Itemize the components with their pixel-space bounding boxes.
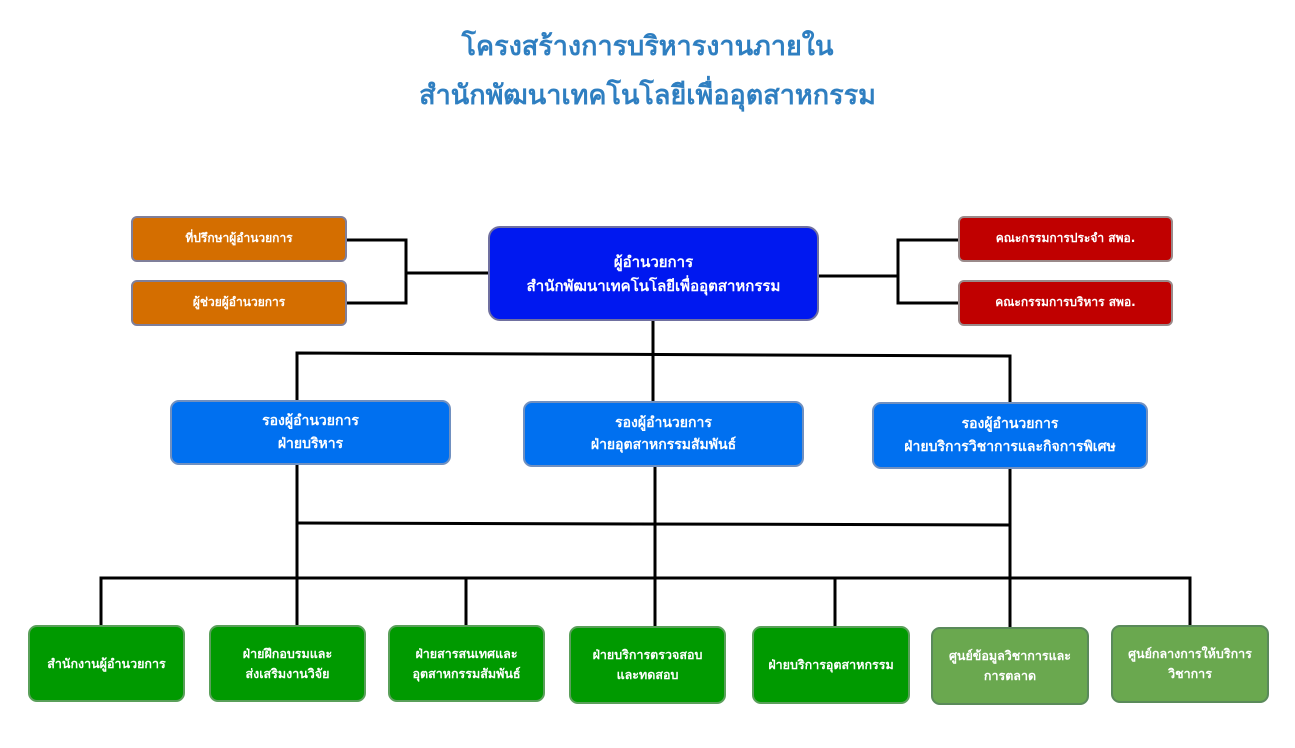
- unit-box-information-industrial-relations: ฝ่ายสารสนเทศและ อุตสาหกรรมสัมพันธ์: [388, 625, 545, 702]
- committee-label: คณะกรรมการประจำ สพอ.: [995, 231, 1136, 246]
- deputy-bus: [295, 351, 1012, 404]
- unit-label-line-2: การตลาด: [983, 668, 1037, 683]
- committee-box-executive: คณะกรรมการบริหาร สพอ.: [958, 280, 1173, 326]
- committee-connector: [896, 238, 960, 305]
- deputy-box-academic-services: รองผู้อำนวยการ ฝ่ายบริการวิชาการและกิจกา…: [872, 402, 1148, 469]
- deputy-title: รองผู้อำนวยการ: [961, 416, 1059, 433]
- director-office: สำนักพัฒนาเทคโนโลยีเพื่ออุตสาหกรรม: [526, 276, 781, 295]
- unit-label-line-2: และทดสอบ: [616, 667, 679, 682]
- unit-label-line-2: อุตสาหกรรมสัมพันธ์: [412, 665, 521, 681]
- unit-box-industrial-services: ฝ่ายบริการอุตสาหกรรม: [752, 626, 910, 704]
- deputy-division: ฝ่ายบริหาร: [277, 435, 344, 452]
- page-title-line-1: โครงสร้างการบริหารงานภายใน: [461, 31, 834, 62]
- committee-label: คณะกรรมการบริหาร สพอ.: [995, 295, 1136, 310]
- unit-label-line-2: วิชาการ: [1168, 666, 1212, 681]
- unit-label-line-1: สำนักงานผู้อำนวยการ: [47, 655, 166, 671]
- unit-label-line-1: ศูนย์กลางการให้บริการ: [1128, 646, 1252, 661]
- unit-box-inspection-testing: ฝ่ายบริการตรวจสอบ และทดสอบ: [569, 626, 726, 704]
- advisor-connector: [345, 238, 408, 305]
- unit-label-line-1: ฝ่ายบริการอุตสาหกรรม: [768, 657, 894, 672]
- director-box: ผู้อำนวยการ สำนักพัฒนาเทคโนโลยีเพื่ออุตส…: [488, 226, 819, 321]
- unit-label-line-1: ฝ่ายฝึกอบรมและ: [242, 645, 333, 661]
- unit-box-director-office: สำนักงานผู้อำนวยการ: [28, 625, 185, 702]
- deputy-title: รองผู้อำนวยการ: [262, 413, 359, 430]
- unit-box-academic-marketing-center: ศูนย์ข้อมูลวิชาการและ การตลาด: [931, 627, 1089, 705]
- unit-label-line-2: ส่งเสริมงานวิจัย: [245, 665, 330, 681]
- deputy-division: ฝ่ายอุตสาหกรรมสัมพันธ์: [590, 437, 737, 453]
- unit-label-line-1: ศูนย์ข้อมูลวิชาการและ: [948, 648, 1071, 663]
- unit-box-central-academic-services: ศูนย์กลางการให้บริการ วิชาการ: [1111, 625, 1269, 703]
- unit-label-line-1: ฝ่ายสารสนเทศและ: [415, 645, 518, 661]
- deputy-box-administration: รองผู้อำนวยการ ฝ่ายบริหาร: [170, 400, 451, 465]
- unit-box-training-research: ฝ่ายฝึกอบรมและ ส่งเสริมงานวิจัย: [209, 625, 366, 702]
- page-title-line-2: สำนักพัฒนาเทคโนโลยีเพื่ออุตสาหกรรม: [419, 80, 876, 111]
- deputy-title: รองผู้อำนวยการ: [615, 414, 712, 431]
- committee-box-standing: คณะกรรมการประจำ สพอ.: [958, 216, 1173, 262]
- deputy-division: ฝ่ายบริการวิชาการและกิจการพิเศษ: [904, 438, 1116, 455]
- director-title: ผู้อำนวยการ: [613, 252, 694, 271]
- deputy-box-industrial-relations: รองผู้อำนวยการ ฝ่ายอุตสาหกรรมสัมพันธ์: [523, 401, 804, 467]
- advisor-label: ผู้ช่วยผู้อำนวยการ: [192, 295, 286, 310]
- advisor-box-consultant: ที่ปรึกษาผู้อำนวยการ: [131, 216, 347, 262]
- unit-label-line-1: ฝ่ายบริการตรวจสอบ: [592, 647, 703, 662]
- mid-bus: [295, 521, 1012, 527]
- advisor-box-assistant: ผู้ช่วยผู้อำนวยการ: [131, 280, 347, 326]
- advisor-label: ที่ปรึกษาผู้อำนวยการ: [185, 231, 293, 246]
